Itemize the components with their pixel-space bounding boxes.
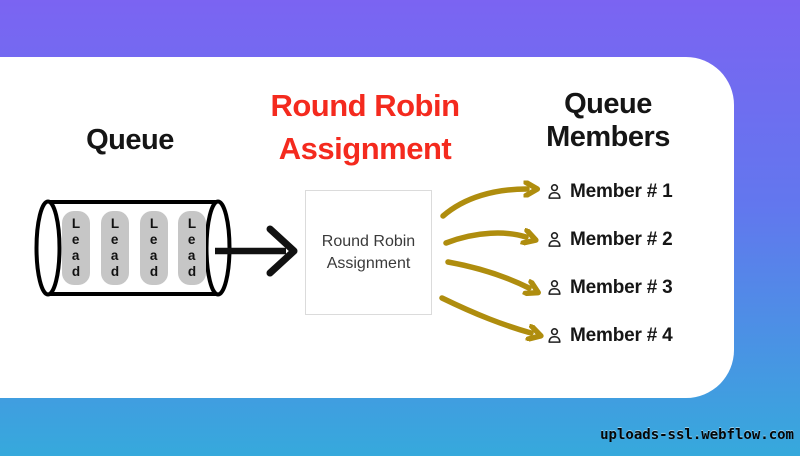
- curved-arrow-icon: [445, 259, 529, 288]
- member-label: Member # 1: [570, 181, 673, 202]
- curved-arrow-icon: [443, 233, 526, 246]
- member-row: Member # 1: [546, 180, 673, 204]
- member-label: Member # 4: [570, 325, 673, 346]
- queue-members-list: Member # 1 Member # 2 Member # 3 Member …: [546, 180, 673, 372]
- member-row: Member # 2: [546, 228, 673, 252]
- watermark-text: uploads-ssl.webflow.com: [600, 427, 794, 443]
- curved-arrow-icon: [440, 189, 527, 219]
- member-label: Member # 3: [570, 277, 673, 298]
- queue-members-title: Queue Members: [546, 88, 670, 153]
- arrow-right-icon: [215, 225, 298, 277]
- round-robin-box: Round Robin Assignment: [305, 190, 432, 315]
- person-icon: [546, 183, 563, 201]
- round-robin-title: Round Robin Assignment: [270, 88, 460, 166]
- member-row: Member # 4: [546, 324, 673, 348]
- fan-arrows: [439, 175, 547, 350]
- member-label: Member # 2: [570, 229, 673, 250]
- queue-title: Queue: [86, 124, 174, 156]
- curved-arrow-icon: [439, 295, 531, 333]
- round-robin-box-label: Round Robin Assignment: [321, 232, 416, 272]
- member-row: Member # 3: [546, 276, 673, 300]
- person-icon: [546, 327, 563, 345]
- person-icon: [546, 279, 563, 297]
- person-icon: [546, 231, 563, 249]
